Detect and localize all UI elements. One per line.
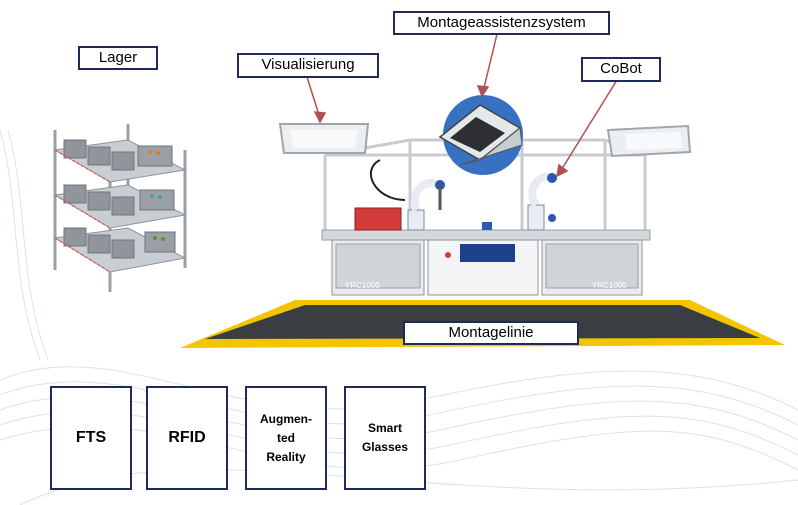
center-display-panel	[460, 244, 515, 262]
label-lager: Lager	[78, 46, 158, 70]
storage-bin	[137, 145, 173, 167]
arrow-montageassistenzsystem	[482, 33, 498, 93]
tech-box-smart-glasses: Smart Glasses	[344, 386, 426, 490]
storage-bin	[87, 191, 111, 211]
label-montageassistenzsystem: Montageassistenzsystem	[393, 11, 610, 35]
storage-bin	[139, 189, 175, 211]
tech-box-rfid: RFID	[146, 386, 228, 490]
tech-box-augmented-reality: Augmen- ted Reality	[245, 386, 327, 490]
storage-bin	[87, 234, 111, 254]
label-cobot: CoBot	[581, 57, 661, 82]
storage-bin	[63, 184, 87, 204]
robot-arm-left	[369, 159, 445, 231]
label-visualisierung: Visualisierung	[237, 53, 379, 78]
storage-bin	[63, 139, 87, 159]
arrow-visualisierung	[306, 76, 321, 119]
right-cabinet-label: YRC1000	[592, 281, 627, 290]
storage-bin	[63, 227, 87, 247]
storage-bin	[111, 239, 135, 259]
robot-arm-right	[527, 172, 557, 231]
storage-bin	[87, 146, 111, 166]
arrow-cobot	[559, 79, 618, 173]
storage-bin	[111, 151, 135, 171]
tech-box-fts: FTS	[50, 386, 132, 490]
red-parts-box	[354, 207, 402, 231]
left-cabinet-label: YRC1000	[345, 281, 380, 290]
storage-bin	[111, 196, 135, 216]
label-montagelinie: Montagelinie	[403, 321, 579, 345]
storage-bin	[144, 231, 176, 253]
